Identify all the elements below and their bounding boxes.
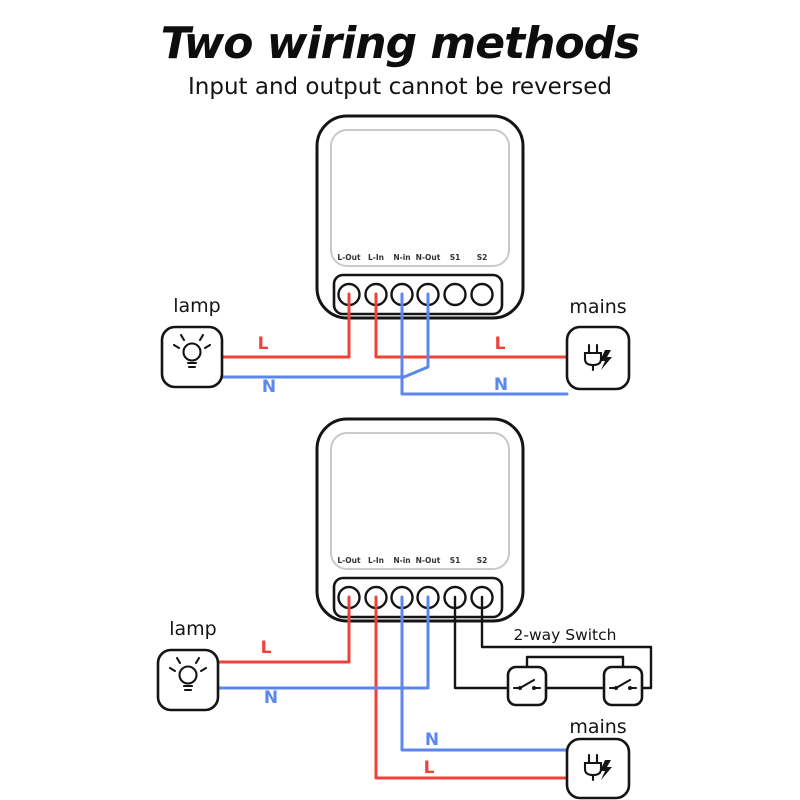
terminal-labels-1: L-Out L-In N-in N-Out S1 S2 — [337, 253, 487, 262]
page-title: Two wiring methods — [161, 18, 640, 69]
wire-neutral-mains — [400, 292, 569, 396]
wire-neutral-lamp — [220, 292, 430, 379]
lamp-label: lamp — [169, 618, 217, 640]
terminal-s2 — [470, 282, 494, 307]
lamp-1: lamp L N — [160, 295, 276, 397]
terminal-label-n-in: N-in — [393, 556, 410, 565]
wires-method-2 — [216, 595, 653, 780]
two-way-switch-label: 2-way Switch — [514, 626, 617, 644]
mains-2: mains N L — [424, 716, 631, 800]
lamp-2: lamp L N — [156, 618, 278, 712]
plug-icon — [583, 753, 612, 782]
mains-label: mains — [569, 296, 626, 318]
terminal-label-l-in: L-In — [368, 253, 384, 262]
lamp-label: lamp — [173, 295, 221, 317]
wire-traveller-top — [525, 655, 625, 669]
bulb-icon — [168, 656, 208, 692]
wire-neutral-mains — [400, 595, 569, 752]
module-face — [330, 432, 510, 570]
live-label-mains-1: L — [495, 334, 506, 354]
bulb-icon — [172, 333, 212, 369]
mains-1: mains L N — [494, 296, 631, 395]
neutral-label-lamp-2: N — [264, 688, 278, 708]
neutral-label-mains-1: N — [494, 375, 508, 395]
wire-live-mains — [374, 595, 569, 780]
terminal-labels-2: L-Out L-In N-in N-Out S1 S2 — [337, 556, 487, 565]
wire-live-lamp — [220, 292, 351, 359]
wire-neutral-lamp — [216, 595, 430, 690]
wire-s2 — [480, 595, 653, 690]
diagram-method-1: L-Out L-In N-in N-Out S1 S2 lamp — [160, 114, 631, 397]
neutral-label-lamp-1: N — [262, 377, 276, 397]
wire-s1 — [453, 595, 510, 690]
terminal-label-s2: S2 — [477, 253, 488, 262]
switch-box-left — [506, 665, 548, 707]
terminal-label-n-out: N-Out — [416, 253, 441, 262]
two-way-switch: 2-way Switch — [506, 626, 644, 707]
terminal-label-s1: S1 — [450, 556, 461, 565]
wire-live-lamp — [216, 595, 351, 664]
wire-live-mains — [374, 292, 569, 359]
diagram-method-2: L-Out L-In N-in N-Out S1 S2 — [156, 417, 653, 800]
terminal-label-n-out: N-Out — [416, 556, 441, 565]
lamp-box — [156, 648, 220, 712]
terminal-label-l-out: L-Out — [337, 556, 361, 565]
smart-switch-module-1: L-Out L-In N-in N-Out S1 S2 — [315, 114, 525, 320]
live-label-lamp-2: L — [261, 638, 272, 658]
terminal-label-n-in: N-in — [393, 253, 410, 262]
page-subtitle: Input and output cannot be reversed — [188, 74, 612, 100]
module-face — [330, 129, 510, 267]
terminal-s1 — [443, 282, 467, 307]
switch-toggle-icon-left — [512, 678, 542, 690]
terminal-label-s2: S2 — [477, 556, 488, 565]
smart-switch-module-2: L-Out L-In N-in N-Out S1 S2 — [315, 417, 525, 623]
mains-label: mains — [569, 716, 626, 738]
terminal-label-s1: S1 — [450, 253, 461, 262]
plug-icon — [583, 343, 612, 372]
lamp-box — [160, 325, 224, 389]
live-label-lamp-1: L — [258, 334, 269, 354]
terminal-label-l-in: L-In — [368, 556, 384, 565]
switch-toggle-icon-right — [608, 678, 638, 690]
mains-box — [565, 325, 631, 391]
mains-box — [565, 737, 631, 800]
neutral-label-mains-2: N — [425, 730, 439, 750]
terminal-label-l-out: L-Out — [337, 253, 361, 262]
live-label-mains-2: L — [424, 758, 435, 778]
wires-method-1 — [220, 292, 569, 396]
switch-box-right — [602, 665, 644, 707]
